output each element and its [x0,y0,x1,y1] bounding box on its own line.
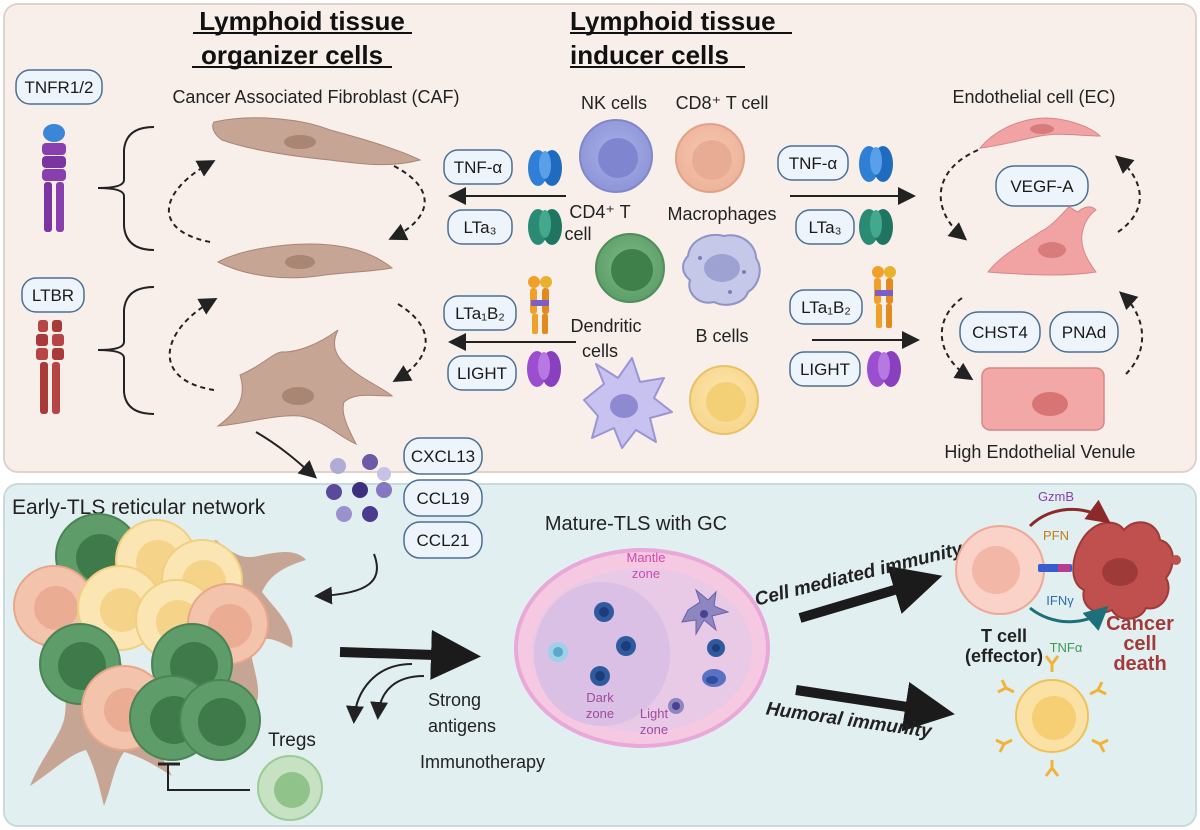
fibroblast-cell-2 [216,243,394,279]
b-cell-icon [689,365,759,435]
macrophage-label: Macrophages [667,204,776,224]
inducer-header-line1: Lymphoid tissue [570,6,776,36]
b-cells-label: B cells [695,326,748,346]
tregs-label: Tregs [268,730,316,751]
gzmb-label: GzmB [1038,489,1074,504]
early-tls-label: Early-TLS reticular network [12,496,266,519]
cancer-death-line2: cell [1123,633,1156,655]
hev-cell [981,367,1105,431]
fibroblast-cell-1 [212,117,422,166]
hev-label: High Endothelial Venule [944,442,1135,462]
light-ligand-icon-right [867,351,901,387]
dc-label-line1: Dendritic [570,316,641,336]
dendritic-cell-icon [583,357,673,449]
cd4-label-line1: CD4⁺ T [569,202,630,222]
dark-zone-line1: Dark [586,690,614,705]
strong-antigens-line1: Strong [428,690,481,710]
left-pill-tnfa: TNF-α [454,158,503,177]
cd8-label: CD8⁺ T cell [676,93,769,113]
t-cell-effector-line1: T cell [981,626,1027,646]
right-pill-light: LIGHT [800,360,850,379]
macrophage-cell-icon [682,234,761,306]
left-pill-lta1b2: LTa₁B₂ [455,304,505,323]
endothelial-cell-2 [987,206,1097,276]
vegf-pill: VEGF-A [1010,177,1074,196]
dc-label-line2: cells [582,341,618,361]
lta1b2-ligand-icon-right [872,266,896,328]
early-tls-cluster [13,513,306,806]
ifng-label: IFNγ [1046,593,1074,608]
right-pill-lta1b2: LTa₁B₂ [801,298,851,317]
ec-label: Endothelial cell (EC) [952,87,1115,107]
organizer-header-line2: organizer cells [201,40,383,70]
mantle-zone-line1: Mantle [626,550,665,565]
pnad-pill: PNAd [1062,323,1106,342]
germinal-center [514,548,770,748]
pfn-label: PFN [1043,528,1069,543]
light-ligand-icon-left [527,351,561,387]
light-zone-line2: zone [640,722,668,737]
mature-tls-label: Mature-TLS with GC [545,513,727,535]
antibody-secreting-cell-icon [995,655,1109,777]
lta3-ligand-icon-left [528,209,562,245]
chemokine-dots [326,454,392,522]
chst4-pill: CHST4 [972,323,1028,342]
treg-cell-icon [257,755,323,821]
mantle-zone-line2: zone [632,566,660,581]
immunotherapy-label: Immunotherapy [420,752,545,772]
right-pill-lta3: LTa₃ [808,218,841,237]
ltbr-receptor-icon [36,320,64,414]
right-pill-tnfa: TNF-α [789,154,838,173]
tnfa-effect-label: TNFα [1050,640,1083,655]
effector-t-cell-icon [955,525,1072,615]
ltbr-label: LTBR [32,286,74,305]
chemokine-cxcl13: CXCL13 [411,447,475,466]
fibroblast-cell-3 [216,329,394,446]
endothelial-cell-1 [978,117,1102,149]
left-pill-lta3: LTa₃ [463,218,496,237]
left-pill-light: LIGHT [457,364,507,383]
chemokine-ccl19: CCL19 [417,489,470,508]
caf-label: Cancer Associated Fibroblast (CAF) [172,87,459,107]
cancer-death-line1: Cancer [1106,613,1174,635]
chemokine-ccl21: CCL21 [417,531,470,550]
tnfr-label: TNFR1/2 [25,78,94,97]
light-zone-line1: Light [640,706,669,721]
nk-cell-icon [579,119,653,193]
inducer-header-line2: inducer cells [570,40,729,70]
lta3-ligand-icon-right [859,209,893,245]
cd8-cell-icon [675,123,745,193]
tnfr-receptor-icon [42,124,66,232]
cd4-label-line2: cell [564,224,591,244]
organizer-header-line1: Lymphoid tissue [199,6,405,36]
cancer-death-line3: death [1113,653,1166,675]
nk-label: NK cells [581,93,647,113]
tnfa-ligand-icon-left [528,150,562,186]
t-cell-effector-line2: (effector) [965,646,1043,666]
tnfa-ligand-icon-right [859,146,893,182]
strong-antigens-line2: antigens [428,716,496,736]
lta1b2-ligand-icon-left [528,276,552,334]
cd4-cell-icon [595,233,665,303]
dark-zone-line2: zone [586,706,614,721]
